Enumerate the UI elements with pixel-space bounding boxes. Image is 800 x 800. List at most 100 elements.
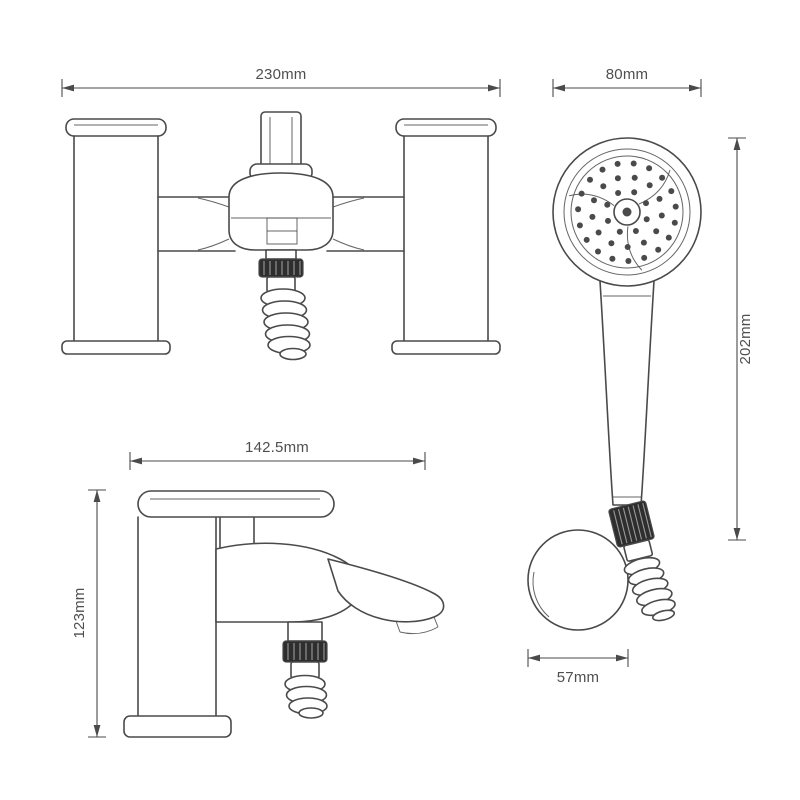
- right-pillar-base: [391, 340, 501, 355]
- dim-label-tap-front-width: 230mm: [255, 66, 306, 83]
- bracket-shading-arc: [532, 571, 550, 618]
- wall-bracket-sphere: [527, 529, 629, 631]
- nozzle-dot: [616, 228, 623, 235]
- tap-front-right-pillar: [391, 118, 501, 355]
- handset-handle-joints: [603, 295, 651, 498]
- side-pillar-body: [137, 516, 217, 717]
- right-pillar-body: [403, 135, 489, 342]
- knurl-hatch: [263, 261, 301, 275]
- dim-shower-head-height: 202mm: [728, 137, 754, 541]
- handset-handle: [599, 280, 655, 506]
- nozzle-dot: [630, 160, 637, 167]
- nozzle-dot: [578, 190, 585, 197]
- dim-label-shower-head-height: 202mm: [737, 313, 754, 364]
- nozzle-dot: [643, 200, 649, 207]
- left-pillar-body: [73, 135, 159, 342]
- nozzle-dot: [646, 165, 653, 172]
- nozzle-dot: [595, 229, 602, 236]
- hose-neck: [265, 249, 297, 260]
- dim-arrow: [616, 654, 628, 662]
- dim-arrow: [488, 84, 500, 92]
- nozzle-dot: [671, 219, 678, 226]
- nozzle-dot: [589, 213, 596, 220]
- nozzle-dot: [665, 234, 672, 241]
- nozzle-dot: [615, 190, 622, 196]
- handset-knurl-hatch: [613, 502, 652, 545]
- nozzle-dot: [672, 203, 679, 210]
- diverter-knob-lines: [269, 117, 293, 165]
- diverter-body-flares: [197, 197, 365, 251]
- dim-label-tap-side-width: 142.5mm: [245, 439, 309, 456]
- nozzle-dot: [599, 166, 606, 173]
- dim-label-shower-head-width: 80mm: [606, 66, 648, 83]
- nozzle-dot: [609, 255, 616, 262]
- dim-label-bracket-width: 57mm: [557, 669, 599, 686]
- nozzle-dot: [624, 244, 631, 250]
- faceplate-swoosh: [569, 193, 615, 207]
- dim-arrow: [528, 654, 540, 662]
- dim-tap-front-width: 230mm: [61, 66, 501, 97]
- side-spout: [327, 558, 445, 623]
- tap-crossbar-tube: [157, 196, 405, 252]
- nozzle-dot: [658, 212, 665, 219]
- nozzle-dot: [605, 217, 611, 224]
- nozzle-dot: [600, 183, 607, 190]
- hose-coil-end: [298, 707, 324, 719]
- nozzle-dot: [575, 206, 582, 213]
- right-lever-handle: [395, 118, 497, 137]
- nozzle-dot: [576, 222, 583, 229]
- nozzle-dot: [587, 176, 593, 183]
- tap-side-view: [123, 490, 445, 738]
- tap-front-left-pillar: [61, 118, 171, 355]
- left-lever-handle: [65, 118, 167, 137]
- side-knurl-hatch: [287, 643, 325, 660]
- nozzle-dot: [659, 174, 666, 181]
- nozzle-dot: [641, 254, 648, 261]
- dim-shower-head-width: 80mm: [552, 66, 702, 97]
- dim-arrow: [733, 138, 741, 150]
- shower-face-dots: [575, 160, 679, 264]
- nozzle-dot: [631, 189, 638, 196]
- nozzle-dot: [591, 197, 597, 204]
- dim-bracket-width: 57mm: [527, 649, 629, 686]
- nozzle-dot: [653, 228, 660, 235]
- nozzle-dot: [604, 201, 611, 208]
- nozzle-dot: [595, 248, 601, 255]
- nozzle-dot: [614, 175, 621, 182]
- nozzle-dot: [643, 216, 650, 223]
- handset-hose-end: [608, 500, 676, 622]
- diverter-body: [228, 172, 334, 251]
- hose-knurled-nut: [258, 258, 304, 278]
- hose-coil-end: [279, 347, 307, 361]
- head-faceplate-ring: [570, 155, 684, 269]
- nozzle-dot: [631, 174, 638, 181]
- nozzle-dot: [655, 246, 662, 253]
- dim-arrow: [62, 84, 74, 92]
- nozzle-dot: [608, 240, 615, 247]
- head-center-dot: [622, 207, 632, 217]
- side-knurled-nut: [282, 640, 328, 663]
- dim-arrow: [93, 725, 101, 737]
- left-pillar-base: [61, 340, 171, 355]
- dim-label-tap-side-height: 123mm: [71, 587, 88, 638]
- tap-front-diverter: [197, 111, 365, 361]
- nozzle-dot: [614, 160, 621, 167]
- nozzle-dot: [646, 182, 653, 189]
- faceplate-swoosh: [638, 169, 671, 205]
- dim-arrow: [553, 84, 565, 92]
- dim-tap-side-height: 123mm: [71, 489, 106, 738]
- dim-arrow: [413, 457, 425, 465]
- side-hose-neck: [287, 621, 323, 642]
- dim-arrow: [130, 457, 142, 465]
- side-pillar-base: [123, 715, 232, 738]
- head-inner-rim: [563, 148, 691, 276]
- faceplate-swoosh: [626, 226, 643, 271]
- nozzle-dot: [632, 228, 639, 234]
- side-lever-handle: [137, 490, 335, 518]
- diverter-knob: [260, 111, 302, 171]
- dim-arrow: [689, 84, 701, 92]
- nozzle-dot: [656, 195, 663, 202]
- dim-arrow: [93, 490, 101, 502]
